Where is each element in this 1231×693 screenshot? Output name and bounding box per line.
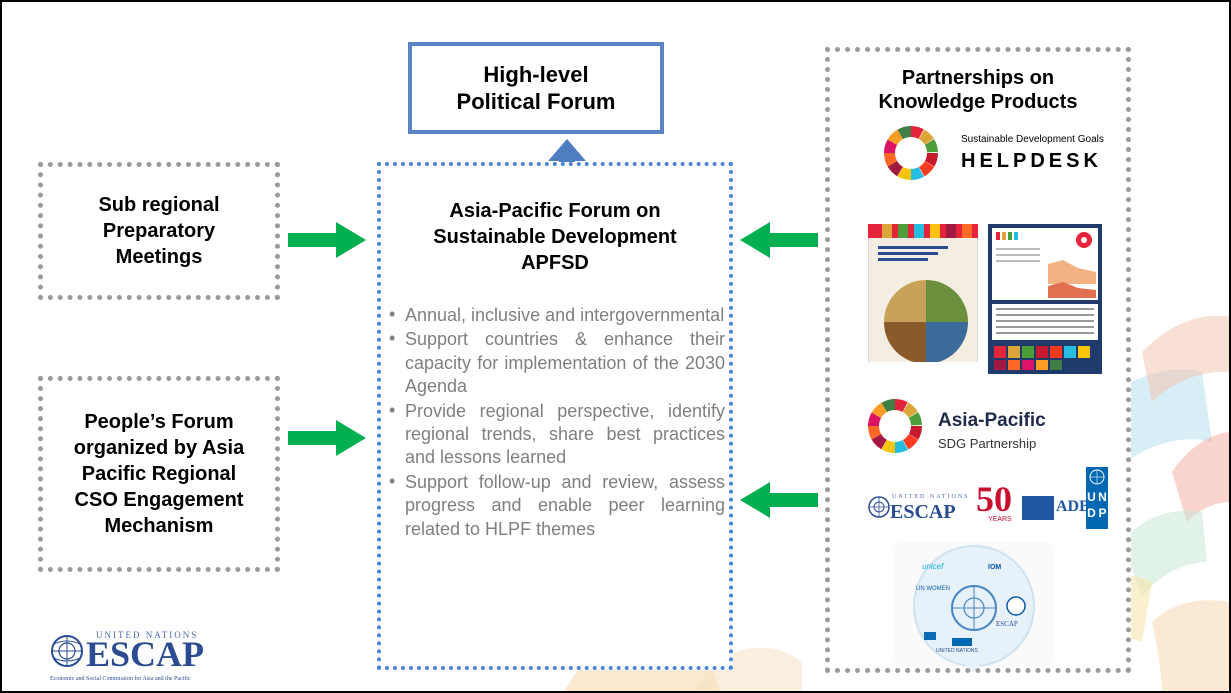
peoples-forum-box: People’s Forum organized by Asia Pacific… [38,376,280,572]
right-arrow-icon [288,420,366,456]
hlpf-title-line-2: Political Forum [456,89,616,114]
footer-escap-caption: Economic and Social Commission for Asia … [50,676,191,682]
fifty-years-sub: YEARS [988,516,1012,523]
apfsd-box: Asia-Pacific Forum on Sustainable Develo… [377,162,733,670]
kp-title-line-1: Partnerships on [901,67,1055,89]
left-arrow-icon [740,482,818,518]
sdg-wheel-icon [868,398,922,454]
apfsd-title-line-1: Asia-Pacific Forum on [449,200,661,222]
report-cover-image [868,224,978,374]
peoples-forum-line-5: Mechanism [104,515,214,537]
up-arrow-icon [548,139,586,167]
sub-regional-line-2: Preparatory [102,220,216,242]
apfsd-title-line-2: Sustainable Development [433,226,677,248]
escap-logo-text: ESCAP [890,501,956,523]
undp-letter: U [1087,490,1096,504]
knowledge-products-panel: Partnerships on Knowledge Products Susta… [825,47,1131,673]
undp-letter: N [1098,490,1107,504]
ap-partnership-subtitle: SDG Partnership [938,436,1037,451]
apfsd-bullet-list: Annual, inclusive and intergovernmental … [387,303,725,542]
un-emblem-icon [1089,469,1105,485]
sub-regional-meetings-box: Sub regional Preparatory Meetings [38,162,280,300]
apfsd-title-line-3: APFSD [521,252,589,274]
left-arrow-icon [740,222,818,258]
undp-letter: D [1087,506,1096,520]
sdg-wheel-icon [884,125,938,181]
undp-logo: U N D P [1086,467,1108,529]
helpdesk-small-label: Sustainable Development Goals [961,134,1104,145]
bullet-item: Provide regional perspective, identify r… [387,399,725,470]
un-emblem-icon [868,496,890,518]
peoples-forum-line-1: People’s Forum [84,411,234,433]
undp-letter: P [1098,506,1107,520]
ap-partnership-title: Asia-Pacific [938,410,1046,431]
bullet-item: Annual, inclusive and intergovernmental [387,303,725,327]
adb-logo-mark [1022,496,1054,520]
unicef-logo-text: unicef [922,562,944,571]
sub-regional-line-3: Meetings [115,246,203,268]
un-agencies-bubble-image [894,542,1054,672]
escap-un-label: UNITED NATIONS [892,494,970,500]
un-small-label: UNITED NATIONS [936,648,978,654]
right-arrow-icon [288,222,366,258]
data-report-image [988,224,1102,374]
fifty-years-logo: 50 [976,479,1012,519]
footer-un-label: UNITED NATIONS [96,630,199,640]
peoples-forum-line-2: organized by Asia [73,437,245,459]
bullet-item: Support follow-up and review, assess pro… [387,470,725,541]
hlpf-title-line-1: High-level [483,61,589,87]
un-emblem-icon [51,635,83,667]
sub-regional-line-1: Sub regional [98,194,220,216]
footer-escap-logo-text: ESCAP [86,634,205,674]
adb-logo-text: ADB [1056,498,1090,515]
un-women-logo-text: UN WOMEN [916,586,950,592]
helpdesk-label: HELPDESK [961,150,1102,172]
escap-small-logo-text: ESCAP [996,620,1018,628]
kp-title-line-2: Knowledge Products [878,91,1078,113]
high-level-political-forum-box: High-level Political Forum [408,42,664,134]
peoples-forum-line-3: Pacific Regional [81,463,237,485]
bullet-item: Support countries & enhance their capaci… [387,327,725,398]
knowledge-products-title: Partnerships on Knowledge Products [830,66,1126,114]
peoples-forum-line-4: CSO Engagement [74,489,244,511]
iom-logo-text: IOM [988,564,1002,571]
apfsd-title: Asia-Pacific Forum on Sustainable Develo… [381,198,729,276]
